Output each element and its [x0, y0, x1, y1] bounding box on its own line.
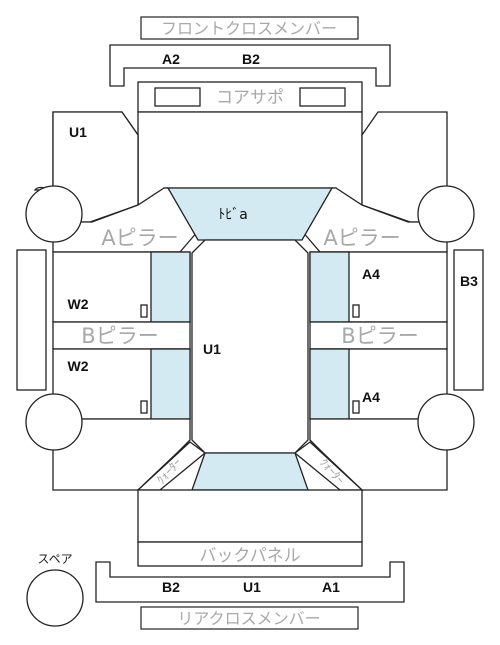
rear-door-left-window[interactable] [150, 348, 191, 420]
headlight-right [299, 87, 346, 107]
side-panel-right[interactable] [453, 249, 484, 391]
front-fender-left-code: U1 [69, 124, 87, 140]
rear-quarter-right[interactable] [309, 418, 448, 491]
windshield[interactable] [166, 187, 334, 241]
rear-door-left-handle [140, 400, 148, 414]
rear-door-right-code: A4 [362, 389, 380, 405]
core-support-label: コアサポ [216, 88, 284, 108]
headlight-left [154, 87, 201, 107]
back-panel[interactable] [137, 541, 363, 567]
rear-member-code-a1: A1 [322, 579, 340, 595]
rear-window[interactable] [191, 452, 309, 491]
rear-cross-member-box [140, 606, 359, 630]
spare-label: スペア [37, 552, 72, 566]
rear-member-code-u1: U1 [243, 579, 261, 595]
front-door-right-handle [352, 304, 360, 318]
rear-cross-member-label: リアクロスメンバー [177, 609, 320, 628]
rear-quarter-left[interactable] [52, 418, 191, 491]
front-wheel-right[interactable] [417, 185, 475, 243]
side-panel-left[interactable] [16, 249, 47, 391]
b-pillar-right-label: Bピラー [341, 324, 418, 348]
front-door-left-code: W2 [68, 296, 89, 312]
rear-wheel-left[interactable] [25, 393, 83, 451]
rear-member[interactable] [95, 561, 405, 603]
a-pillar-left-label: Aピラー [101, 226, 178, 250]
rear-wheel-right[interactable] [417, 393, 475, 451]
front-cross-member-box [140, 16, 359, 40]
front-door-right-window[interactable] [309, 251, 350, 323]
trunk-lid[interactable] [137, 489, 363, 543]
rear-door-right-window[interactable] [309, 348, 350, 420]
rear-door-left-code: W2 [68, 358, 89, 374]
front-wheel-left[interactable] [25, 185, 83, 243]
back-panel-label: バックパネル [199, 546, 300, 566]
rear-member-code-b2: B2 [162, 579, 180, 595]
front-member-code-a2: A2 [162, 51, 180, 67]
b-pillar-right[interactable] [309, 321, 448, 350]
a-pillar-right-label: Aピラー [323, 226, 400, 250]
roof-code: U1 [203, 341, 221, 357]
front-door-left-window[interactable] [150, 251, 191, 323]
windshield-label: ﾄﾋﾞa [218, 207, 248, 223]
b-pillar-left-label: Bピラー [81, 324, 158, 348]
front-member[interactable] [109, 44, 391, 87]
side-panel-right-code: B3 [460, 273, 478, 289]
rear-door-right-handle [352, 400, 360, 414]
front-door-left-handle [140, 304, 148, 318]
spare-tire[interactable] [26, 569, 84, 627]
front-door-right-code: A4 [362, 266, 380, 282]
front-cross-member-label: フロントクロスメンバー [161, 19, 337, 38]
front-member-code-b2: B2 [242, 51, 260, 67]
